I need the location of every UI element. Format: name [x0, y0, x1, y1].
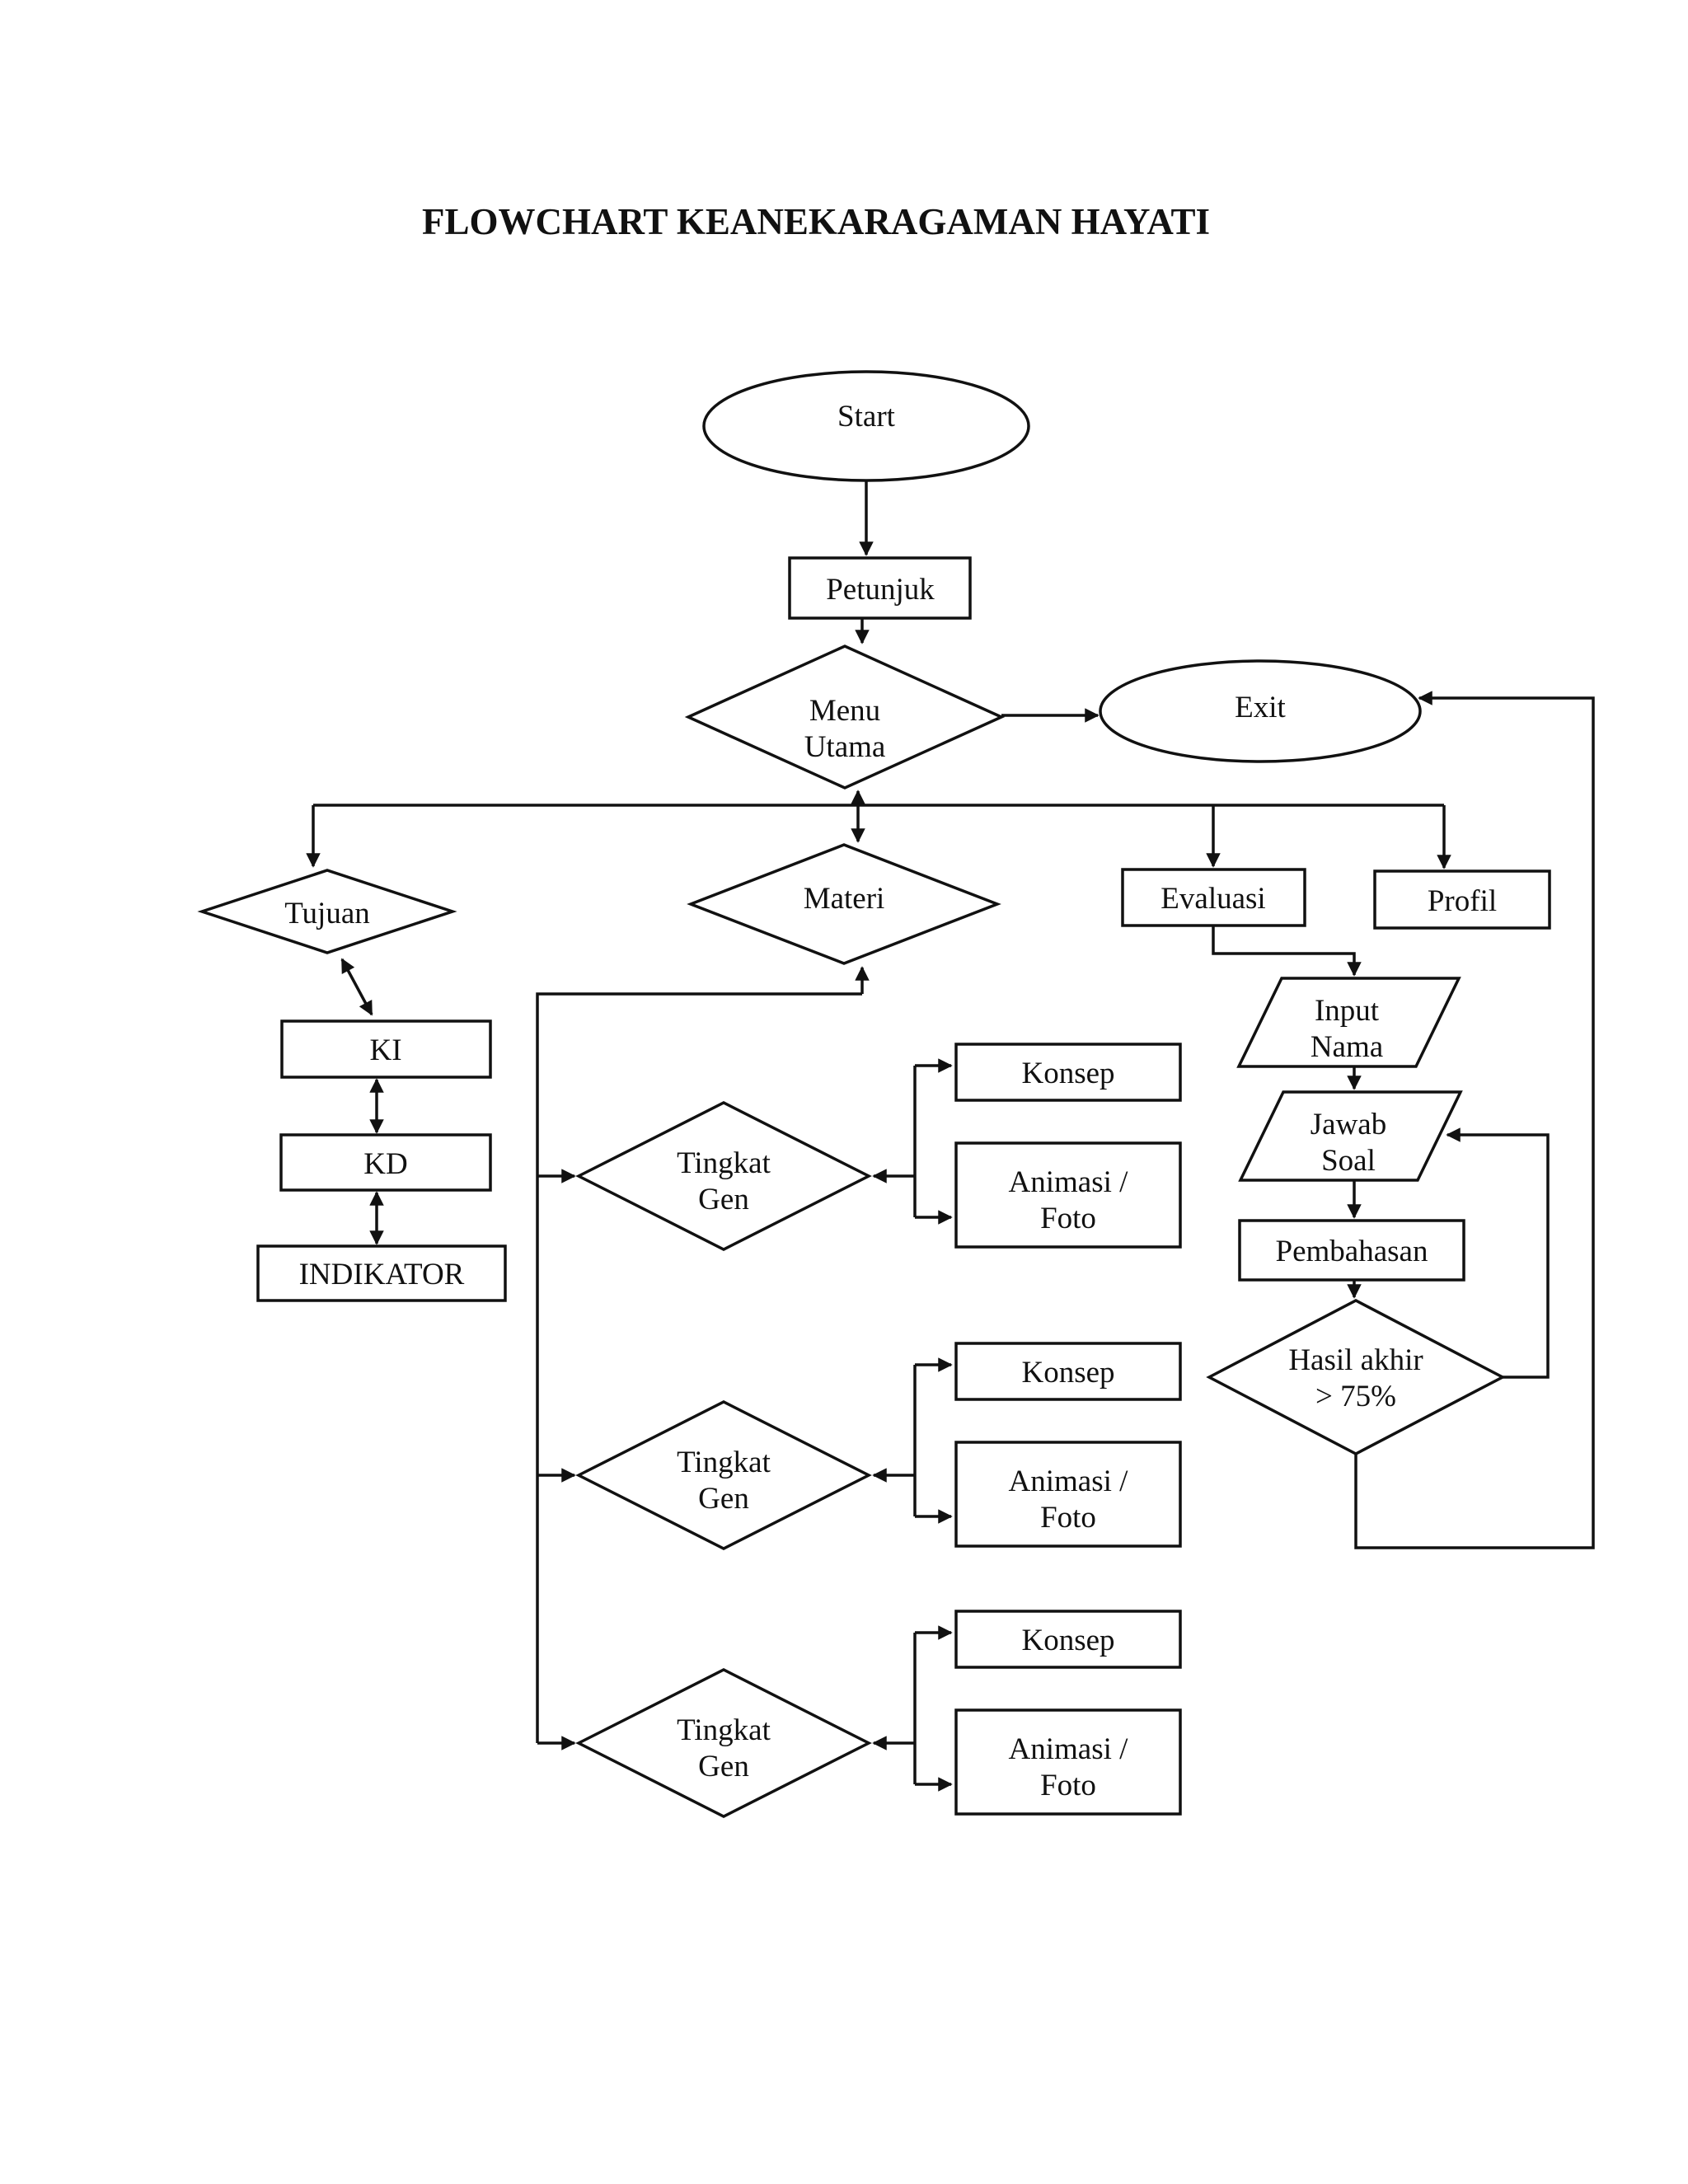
jawab-soal-line2: Soal [1321, 1144, 1376, 1178]
evaluasi-box [1121, 868, 1306, 927]
node-tujuan: Tujuan [197, 869, 457, 954]
node-start: Start [702, 370, 1030, 482]
input-nama-line2: Nama [1311, 1030, 1383, 1064]
node-indikator: INDIKATOR [256, 1244, 507, 1302]
edge-evaluasi-input [1212, 926, 1362, 977]
evaluasi-label: Evaluasi [1160, 882, 1265, 916]
konsep-2-box [954, 1342, 1182, 1401]
indikator-box [256, 1244, 507, 1302]
node-konsep-2: Konsep [954, 1342, 1182, 1401]
konsep-1-box [954, 1043, 1182, 1102]
animasi-foto-1-line1: Animasi / [1009, 1165, 1129, 1199]
tingkat-gen-3-line1: Tingkat [677, 1713, 771, 1747]
hasil-akhir-line1: Hasil akhir [1288, 1343, 1423, 1377]
node-tingkat-gen-3: Tingkat Gen [575, 1668, 872, 1818]
menu-utama-label-line2: Utama [804, 730, 886, 764]
animasi-foto-2-box [954, 1441, 1182, 1548]
start-label: Start [837, 400, 896, 434]
konsep-2-label: Konsep [1021, 1356, 1114, 1390]
node-input-nama: Input Nama [1236, 977, 1461, 1068]
tingkat-gen-2-diamond [575, 1400, 872, 1550]
pembahasan-box [1238, 1219, 1465, 1282]
tingkat-gen-1-diamond [575, 1101, 872, 1251]
tingkat-gen-1-line2: Gen [698, 1183, 749, 1216]
node-materi: Materi [687, 843, 1001, 965]
kd-box [279, 1133, 492, 1192]
node-profil: Profil [1373, 869, 1551, 930]
profil-box [1373, 869, 1551, 930]
exit-label: Exit [1235, 691, 1286, 724]
konsep-3-box [954, 1610, 1182, 1669]
node-petunjuk: Petunjuk [788, 556, 972, 620]
node-animasi-foto-3: Animasi / Foto [954, 1708, 1182, 1816]
edge-hasil-jawab-loop [1446, 1127, 1550, 1379]
node-animasi-foto-1: Animasi / Foto [954, 1141, 1182, 1249]
input-nama-parallelogram [1236, 977, 1461, 1068]
edge-trunk [536, 992, 862, 1743]
node-animasi-foto-2: Animasi / Foto [954, 1441, 1182, 1548]
node-konsep-3: Konsep [954, 1610, 1182, 1669]
edges [306, 480, 1595, 1792]
menu-utama-label-line1: Menu [809, 694, 880, 728]
node-tingkat-gen-1: Tingkat Gen [575, 1101, 872, 1251]
node-tingkat-gen-2: Tingkat Gen [575, 1400, 872, 1550]
kd-label: KD [363, 1147, 407, 1181]
profil-label: Profil [1428, 884, 1497, 918]
page-title: FLOWCHART KEANEKARAGAMAN HAYATI [422, 201, 1210, 242]
materi-label: Materi [804, 882, 885, 916]
jawab-soal-line1: Jawab [1311, 1108, 1386, 1141]
node-menu-utama: Menu Utama [684, 644, 1006, 790]
tingkat-gen-2-line2: Gen [698, 1482, 749, 1516]
ki-box [280, 1019, 492, 1079]
menu-utama-diamond [684, 644, 1006, 790]
node-exit: Exit [1099, 659, 1422, 763]
edge-tujuan-ki-double [340, 958, 373, 1016]
indikator-label: INDIKATOR [299, 1258, 465, 1291]
petunjuk-label: Petunjuk [826, 573, 935, 607]
node-kd: KD [279, 1133, 492, 1192]
node-hasil-akhir: Hasil akhir > 75% [1206, 1299, 1506, 1455]
jawab-soal-parallelogram [1238, 1090, 1463, 1182]
animasi-foto-1-line2: Foto [1040, 1202, 1096, 1235]
tingkat-gen-2-line1: Tingkat [677, 1446, 771, 1479]
materi-diamond [687, 843, 1001, 965]
ki-label: KI [369, 1033, 401, 1067]
konsep-1-label: Konsep [1021, 1057, 1114, 1090]
node-pembahasan: Pembahasan [1238, 1219, 1465, 1282]
tujuan-label: Tujuan [284, 897, 370, 930]
edge-hasil-exit-loop [1354, 691, 1595, 1549]
hasil-akhir-diamond [1206, 1299, 1506, 1455]
hasil-akhir-line2: > 75% [1315, 1380, 1396, 1413]
tingkat-gen-3-line2: Gen [698, 1750, 749, 1783]
animasi-foto-3-line2: Foto [1040, 1769, 1096, 1802]
tingkat-gen-1-line1: Tingkat [677, 1146, 771, 1180]
animasi-foto-3-line1: Animasi / [1009, 1732, 1129, 1766]
tujuan-diamond [197, 869, 457, 954]
node-konsep-1: Konsep [954, 1043, 1182, 1102]
animasi-foto-2-line2: Foto [1040, 1501, 1096, 1535]
node-evaluasi: Evaluasi [1121, 868, 1306, 927]
tingkat-gen-3-diamond [575, 1668, 872, 1818]
animasi-foto-1-box [954, 1141, 1182, 1249]
animasi-foto-3-box [954, 1708, 1182, 1816]
konsep-3-label: Konsep [1021, 1624, 1114, 1657]
exit-ellipse [1099, 659, 1422, 763]
input-nama-line1: Input [1315, 994, 1380, 1028]
node-ki: KI [280, 1019, 492, 1079]
animasi-foto-2-line1: Animasi / [1009, 1465, 1129, 1498]
start-ellipse [702, 370, 1030, 482]
petunjuk-box [788, 556, 972, 620]
node-jawab-soal: Jawab Soal [1238, 1090, 1463, 1182]
pembahasan-label: Pembahasan [1276, 1235, 1428, 1268]
